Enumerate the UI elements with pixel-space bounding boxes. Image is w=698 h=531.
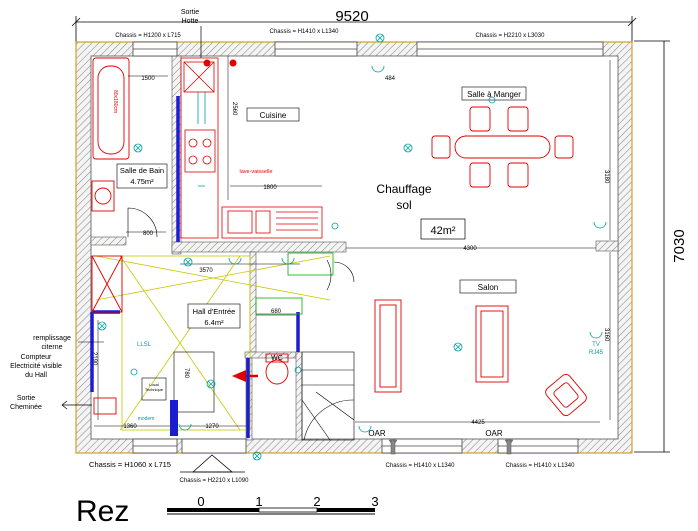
window-label-bottom-mid: Chassis = H1410 x L1340 xyxy=(386,463,456,469)
living-label: Salon xyxy=(478,283,498,292)
window-label-top-left: Chassis = H1200 x L715 xyxy=(115,33,181,39)
scale-tick-3: 3 xyxy=(371,494,378,509)
left-bottom-dim: 1360 xyxy=(123,424,137,430)
scale-tick-2: 2 xyxy=(313,494,320,509)
left-utility xyxy=(91,255,123,415)
left-side-dim: 2190 xyxy=(91,352,97,366)
main-area-box xyxy=(420,218,466,240)
main-area-label: 42m² xyxy=(430,225,455,237)
dining-table xyxy=(431,106,574,188)
air-inlet-marks xyxy=(388,439,514,455)
scale-title: Rez xyxy=(76,495,129,528)
hall-dim: 780 xyxy=(183,368,189,379)
lsl-label: LLSL xyxy=(137,342,152,348)
wc-label: WC xyxy=(271,355,283,362)
overall-height-dimension xyxy=(634,40,670,453)
kitchen-label-box xyxy=(246,107,300,122)
dining-label-box xyxy=(461,86,527,101)
entry-arrow xyxy=(232,370,246,382)
hall-label: Hall d'Entrée xyxy=(193,307,236,316)
dining-window-dim: 484 xyxy=(385,76,396,82)
overall-width-dimension xyxy=(71,16,637,42)
dining-height-dim: 3180 xyxy=(603,170,609,184)
front-width-dim: 4425 xyxy=(471,420,485,426)
hood-exit-label-line2: Hotte xyxy=(182,18,199,25)
bath-door-dim: 800 xyxy=(143,231,154,237)
bathroom-label-box xyxy=(116,163,168,189)
chimney-label-line1: Sortie xyxy=(17,395,35,402)
rj45-label: RJ45 xyxy=(589,350,604,356)
meter-label-line2: Electricité visible xyxy=(10,363,62,370)
kitchen-units xyxy=(180,57,323,239)
windows xyxy=(132,41,604,454)
window-label-top-mid: Chassis = H1410 x L1340 xyxy=(270,29,340,35)
overall-height-label: 7030 xyxy=(671,229,688,262)
entry-dim: 1270 xyxy=(205,424,219,430)
overall-width-label: 9520 xyxy=(335,8,368,25)
staircase xyxy=(301,351,355,441)
kitchen-label: Cuisine xyxy=(260,111,287,120)
oar-right-label: OAR xyxy=(485,429,503,438)
bathroom-sink xyxy=(91,180,115,212)
bathroom-label: Salle de Bain xyxy=(120,166,164,175)
bathtub-size-label: 80x180cm xyxy=(112,90,118,113)
sink-dim: 1800 xyxy=(263,185,277,191)
scale-tick-0: 0 xyxy=(197,494,204,509)
floor-heating-label-line2: sol xyxy=(396,198,411,212)
corridor-dim: 3570 xyxy=(199,268,213,274)
hood-marker-right xyxy=(229,59,237,67)
blue-insulation-block xyxy=(170,400,178,436)
scale-bar xyxy=(167,507,375,515)
wc-dim: 680 xyxy=(271,309,282,315)
electrical-symbols xyxy=(97,33,607,461)
living-height-dim: 3160 xyxy=(603,328,609,342)
modem-label: modem xyxy=(138,416,155,422)
entrance-step xyxy=(180,454,245,473)
window-label-bottom-left: Chassis = H1060 x L715 xyxy=(89,460,171,469)
window-label-top-right: Chassis = H2210 x L3030 xyxy=(476,33,546,39)
living-label-box xyxy=(459,279,517,294)
bathroom-door-swing xyxy=(127,207,158,238)
bathtub xyxy=(92,57,130,160)
dining-label: Salle à Manger xyxy=(467,90,521,99)
bath-width-label: 1500 xyxy=(141,76,155,82)
living-furniture xyxy=(374,299,587,417)
tech-room-label-1: Local xyxy=(149,382,159,387)
meter-label-line1: Compteur xyxy=(21,354,52,361)
scale-tick-1: 1 xyxy=(255,494,262,509)
oar-left-label: OAR xyxy=(368,429,386,438)
floor-heating-label-line1: Chauffage xyxy=(376,182,431,196)
wc-area xyxy=(265,353,289,385)
living-width-dim: 4300 xyxy=(463,246,477,252)
kitchen-depth-dim: 2560 xyxy=(231,102,237,116)
tv-label: TV xyxy=(592,342,600,348)
bathroom-area: 4.75m² xyxy=(130,177,154,186)
chimney-label-line2: Cheminée xyxy=(10,404,42,411)
tech-room-label-2: Technique xyxy=(145,387,164,392)
hall-stairwell xyxy=(141,351,215,413)
closet-door-swing-2 xyxy=(333,261,355,283)
meter-label-line3: du Hall xyxy=(25,372,47,379)
window-label-bottom-door: Chassis = H2210 x L1090 xyxy=(180,478,250,484)
closet-door-swing xyxy=(326,259,332,291)
dishwasher-label: lave-vaisselle xyxy=(239,169,272,175)
hood-exit-label-line1: Sortie xyxy=(181,9,199,16)
window-label-bottom-right: Chassis = H1410 x L1340 xyxy=(506,463,576,469)
fill-label-line2: citerne xyxy=(41,344,62,351)
hall-area: 6.4m² xyxy=(204,318,224,327)
chimney-arrow xyxy=(61,400,92,410)
hall-label-box xyxy=(187,303,241,329)
hood-marker-left xyxy=(203,59,211,67)
fill-label-line1: remplissage xyxy=(33,335,71,342)
